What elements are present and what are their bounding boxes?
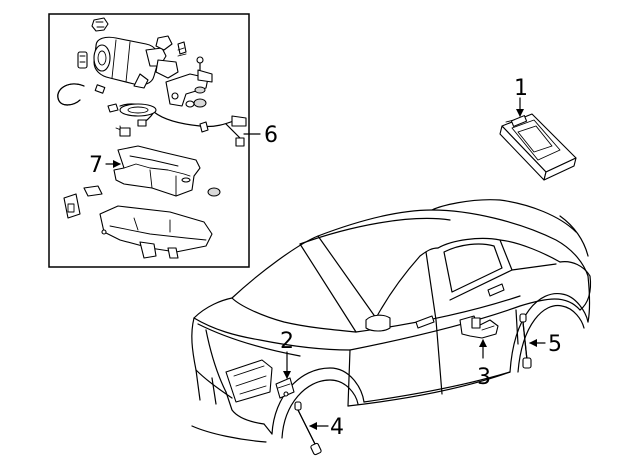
air-hose bbox=[57, 83, 106, 106]
callout-6: 6 bbox=[264, 123, 278, 148]
lower-brackets bbox=[63, 185, 213, 259]
rear-link-rod bbox=[519, 313, 532, 369]
callout-5: 5 bbox=[548, 332, 562, 357]
front-link-rod bbox=[294, 401, 322, 456]
vehicle-body bbox=[191, 199, 592, 443]
callout-3: 3 bbox=[477, 365, 491, 390]
compressor-motor bbox=[93, 36, 179, 89]
inset-clip bbox=[91, 17, 109, 32]
control-module bbox=[499, 113, 577, 181]
wiring-harness bbox=[107, 103, 247, 147]
front-height-sensor bbox=[275, 377, 295, 399]
bolt bbox=[196, 56, 204, 77]
compressor-kit-inset bbox=[48, 13, 261, 268]
fitting-parts bbox=[77, 35, 187, 69]
callout-4: 4 bbox=[330, 415, 344, 440]
callout-2: 2 bbox=[280, 329, 294, 354]
upper-bracket bbox=[113, 145, 221, 197]
rear-height-sensor bbox=[459, 315, 499, 339]
callout-1: 1 bbox=[514, 76, 528, 101]
callout-7: 7 bbox=[89, 153, 103, 178]
mount-bracket bbox=[165, 69, 213, 108]
